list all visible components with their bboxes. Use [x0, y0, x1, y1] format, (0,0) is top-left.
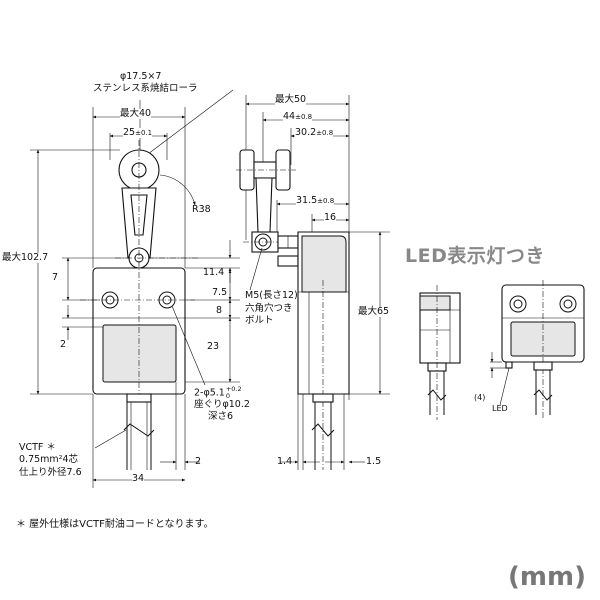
bolt-spec-line3: ボルト	[245, 315, 274, 326]
roller-leader	[139, 89, 234, 161]
roller-spec-line2: ステンレス系焼結ローラ	[93, 83, 198, 94]
dim-2-bottom-label: 2	[195, 456, 202, 467]
dim-34-label: 34	[132, 473, 145, 484]
side-view	[236, 95, 390, 470]
dim-23-label: 23	[207, 341, 220, 352]
bolt-spec-line1: M5(長さ12)	[245, 290, 298, 301]
cable-spec-line3: 仕上り外径7.6	[19, 467, 82, 478]
side-width-max-label: 最大50	[275, 94, 307, 105]
dim-31-5-label: 31.5±0.8	[296, 195, 335, 206]
hole-leader	[171, 305, 206, 386]
side-height-max-label: 最大65	[358, 306, 390, 317]
side-arm	[255, 177, 273, 233]
dim-1-5-label: 1.5	[366, 456, 382, 467]
bolt-leader	[249, 247, 263, 291]
mount-pitch-label: 25±0.1	[123, 127, 153, 138]
cable-spec-line2: 0.75mm²4芯	[19, 454, 79, 465]
led-label: LED	[492, 404, 508, 413]
hole-spec-line3: 深さ6	[208, 411, 234, 422]
dim-11-4-label: 11.4	[203, 267, 225, 278]
cable-spec-line1: VCTF ＊	[19, 442, 56, 453]
radius-label: R38	[192, 204, 211, 215]
led-dim-4-label: (4)	[474, 393, 486, 402]
front-height-max-label: 最大102.7	[2, 252, 49, 263]
led-heading: LED表示灯つき	[405, 245, 545, 267]
dim-7-5-label: 7.5	[212, 287, 228, 298]
dim-44-label: 44±0.8	[283, 111, 313, 122]
front-width-max-label: 最大40	[120, 108, 152, 119]
roller-spec-line1: φ17.5×7	[120, 71, 162, 82]
front-view	[30, 89, 240, 488]
dim-30-2-label: 30.2±0.8	[295, 127, 334, 138]
dim-7-label: 7	[52, 272, 59, 283]
dim-1-4-label: 1.4	[277, 456, 293, 467]
led-view	[419, 280, 585, 420]
footnote: ＊ 屋外仕様はVCTF耐油コードとなります。	[16, 519, 214, 530]
dim-8-label: 8	[216, 305, 223, 316]
bolt-spec-line2: 六角穴つき	[245, 303, 293, 314]
dim-16-label: 16	[324, 212, 337, 223]
dim-2-left-label: 2	[60, 339, 67, 350]
units-label: (mm)	[508, 562, 586, 592]
front-panel	[102, 324, 177, 383]
hole-spec-line2: 座ぐりφ10.2	[194, 399, 250, 410]
radius-arc	[159, 174, 196, 206]
